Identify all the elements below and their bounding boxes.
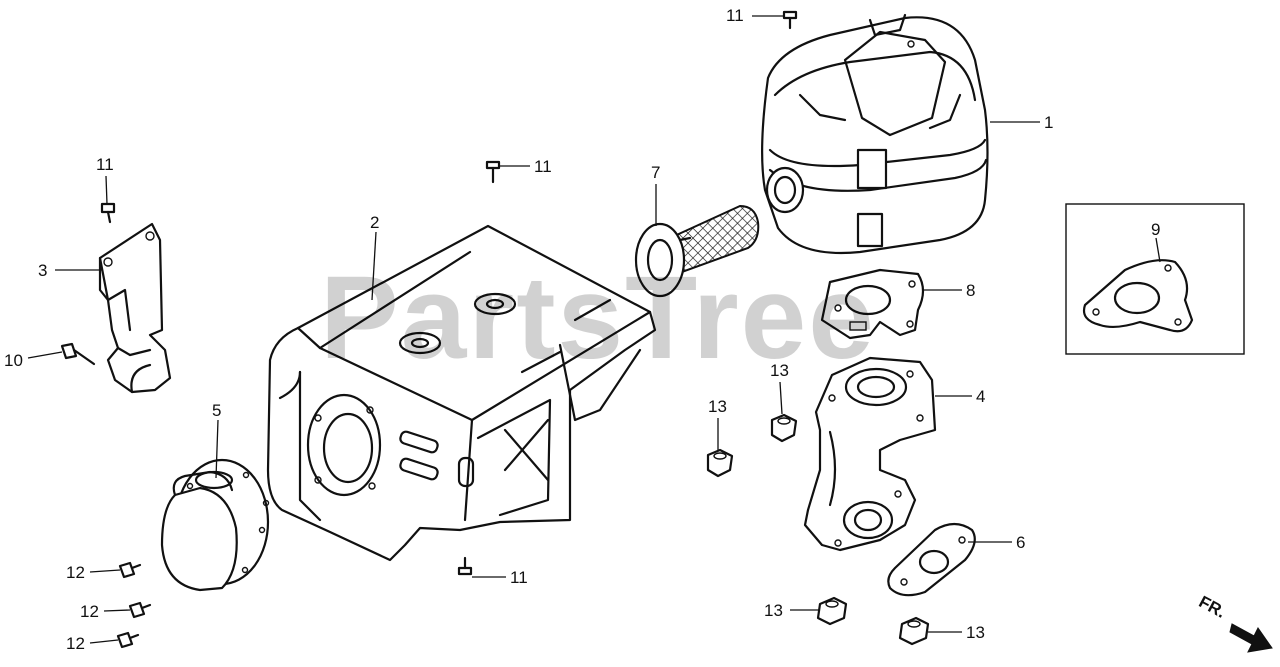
gasket-small-part xyxy=(887,522,976,597)
callout-12-top: 12 xyxy=(66,563,85,582)
callout-11-bottom: 11 xyxy=(510,568,528,587)
callout-11-top: 11 xyxy=(726,6,744,25)
callout-7: 7 xyxy=(651,163,660,182)
callout-13-left: 13 xyxy=(708,397,727,416)
callout-3: 3 xyxy=(38,261,47,280)
gasket-upper-part xyxy=(820,268,925,340)
muffler-body-part xyxy=(160,458,270,592)
leader-lines xyxy=(27,15,1161,644)
callout-13-lower-left: 13 xyxy=(764,601,783,620)
callout-9: 9 xyxy=(1151,220,1160,239)
callout-5: 5 xyxy=(212,401,221,420)
callout-12-bottom: 12 xyxy=(66,634,85,653)
callout-6: 6 xyxy=(1016,533,1025,552)
bolt-icon xyxy=(60,342,96,366)
muffler-cover-part xyxy=(761,13,989,255)
callout-2: 2 xyxy=(370,213,379,232)
callout-labels: 1 2 3 4 5 6 7 8 9 10 11 11 11 11 12 12 1… xyxy=(4,6,1160,653)
callout-13-lower-right: 13 xyxy=(966,623,985,642)
spark-arrester-part xyxy=(634,204,760,298)
front-direction-marker: FR. xyxy=(1196,592,1273,653)
front-direction-label: FR. xyxy=(1196,592,1229,622)
arrow-icon xyxy=(1229,623,1273,653)
callout-8: 8 xyxy=(966,281,975,300)
muffler-protector-part xyxy=(266,224,657,562)
exhaust-elbow-part xyxy=(803,356,937,552)
callout-11-left: 11 xyxy=(96,155,114,174)
callout-10: 10 xyxy=(4,351,23,370)
gasket-inset-part xyxy=(1065,203,1245,355)
bolt-icon xyxy=(116,561,152,649)
callout-12-middle: 12 xyxy=(80,602,99,621)
callout-4: 4 xyxy=(976,387,985,406)
bracket-part xyxy=(98,222,172,394)
callout-13-upper: 13 xyxy=(770,361,789,380)
callout-11-center: 11 xyxy=(534,157,552,176)
watermark-text: PartsTree xyxy=(320,252,876,384)
nut-icon xyxy=(706,413,930,646)
callout-1: 1 xyxy=(1044,113,1053,132)
bolt-icon xyxy=(100,10,798,576)
